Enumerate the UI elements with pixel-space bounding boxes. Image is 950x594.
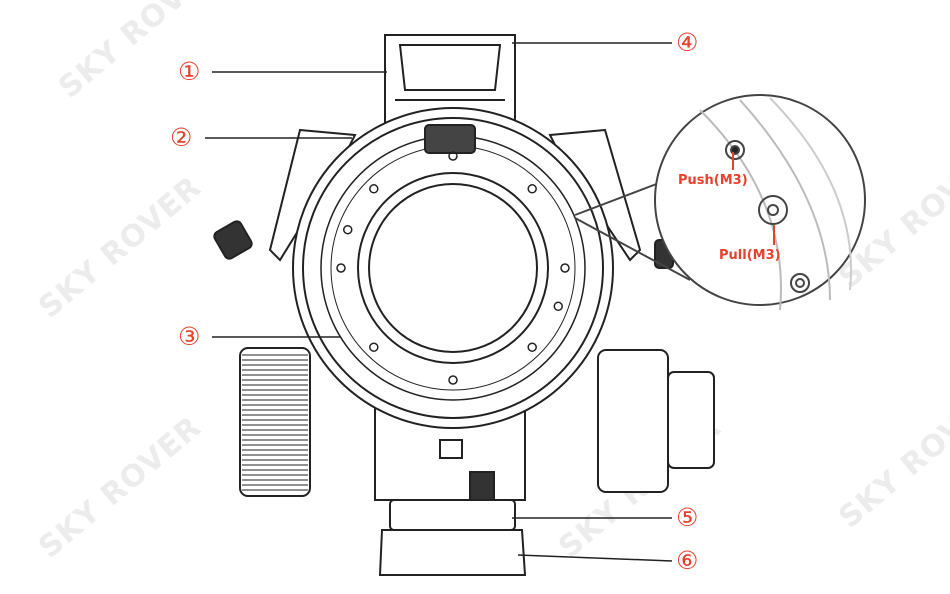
pull-label: Pull(M3) (719, 248, 781, 263)
callout-6: ⑥ (676, 546, 699, 575)
screw (343, 224, 353, 235)
screw (527, 342, 537, 352)
screw (448, 375, 458, 385)
callout-1: ① (178, 57, 201, 86)
screw (336, 263, 346, 273)
callout-3: ③ (178, 322, 201, 351)
callout-4: ④ (676, 28, 699, 57)
leader-lines (205, 42, 673, 562)
screw (560, 263, 570, 273)
right-knob (597, 349, 715, 493)
screw (369, 184, 379, 194)
callout-2: ② (170, 123, 193, 152)
screw (553, 301, 563, 312)
mount-ring (292, 107, 614, 429)
push-label: Push(M3) (678, 173, 748, 188)
callout-5: ⑤ (676, 503, 699, 532)
screw (369, 342, 379, 352)
screw (448, 151, 458, 161)
detail-inset (574, 94, 866, 311)
screw (527, 184, 537, 194)
